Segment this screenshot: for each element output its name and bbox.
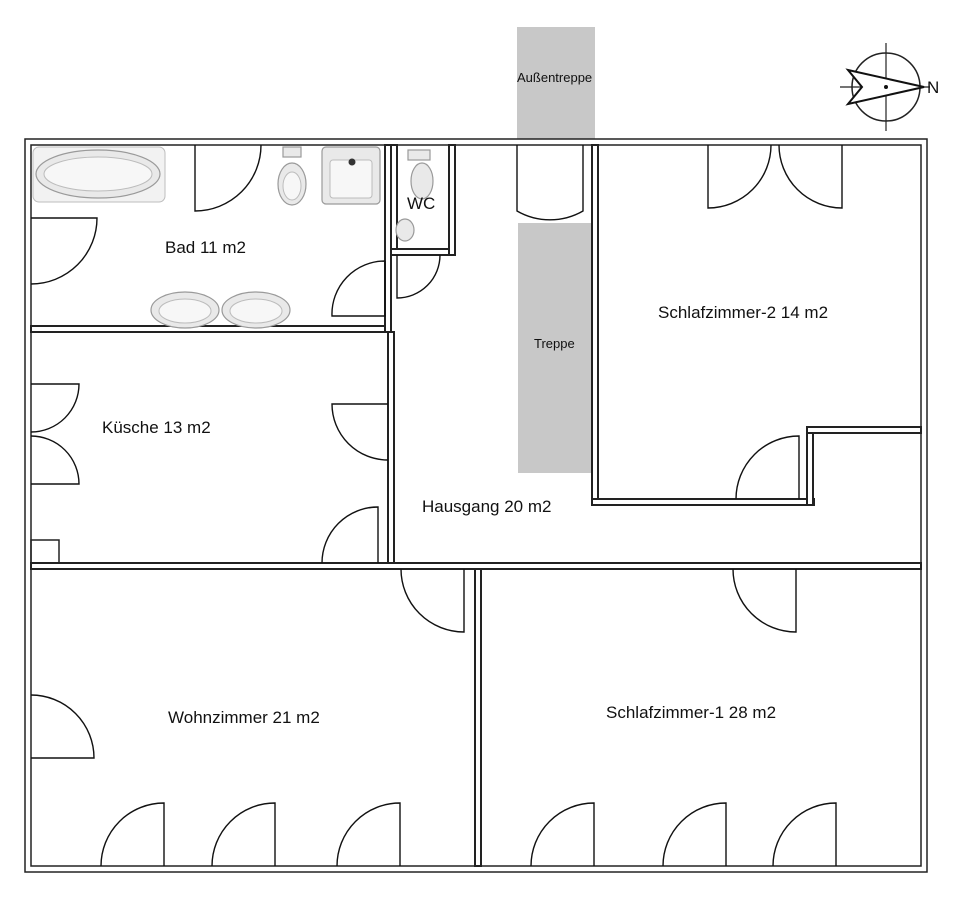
shower-sink-icon [321, 146, 381, 205]
exterior-stair [517, 27, 595, 139]
bathtub-icon [32, 146, 166, 203]
room-label-schlafzimmer-2: Schlafzimmer-2 14 m2 [658, 303, 828, 322]
wc-toilet-icon [407, 149, 434, 200]
exterior-stair-label: Außentreppe [517, 70, 592, 85]
sink-left-icon [150, 291, 220, 329]
room-label-bad: Bad 11 m2 [165, 238, 246, 257]
compass-north-label: N [927, 78, 939, 97]
compass-icon [840, 43, 930, 131]
wc-sink-icon [395, 218, 415, 242]
interior-stair [518, 223, 592, 473]
room-label-kueche: Küsche 13 m2 [102, 418, 211, 437]
interior-walls [30, 144, 922, 867]
interior-stair-label: Treppe [534, 336, 575, 351]
toilet-icon [277, 146, 307, 206]
room-label-wc: WC [407, 194, 435, 213]
sink-right-icon [221, 291, 291, 329]
doors [30, 144, 843, 867]
room-label-hausgang: Hausgang 20 m2 [422, 497, 551, 516]
room-label-schlafzimmer-1: Schlafzimmer-1 28 m2 [606, 703, 776, 722]
room-label-wohnzimmer: Wohnzimmer 21 m2 [168, 708, 320, 727]
